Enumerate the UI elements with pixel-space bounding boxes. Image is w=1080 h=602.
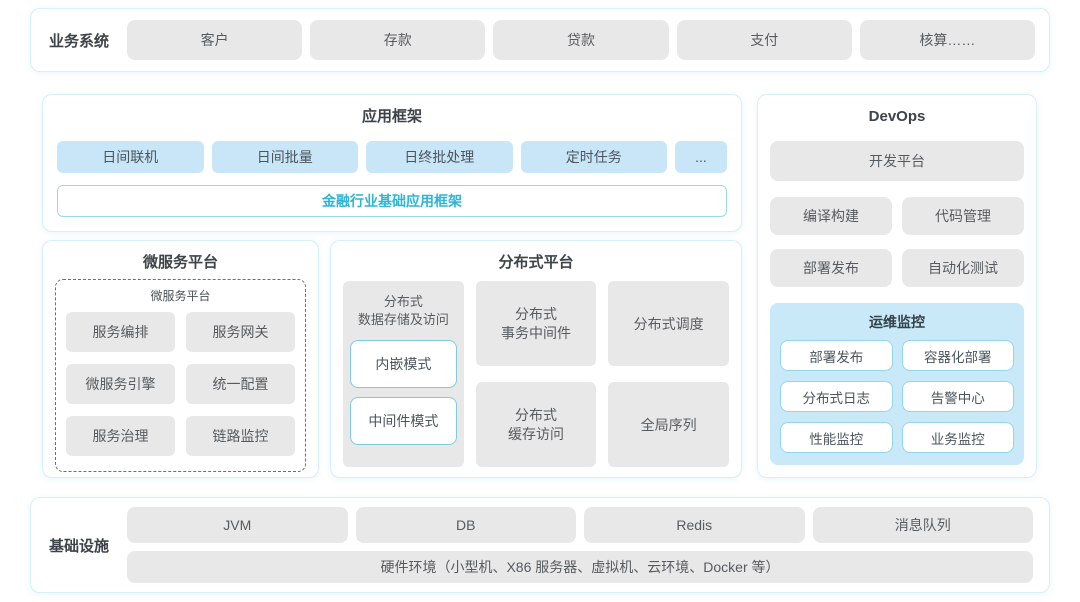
storage-mode-middleware: 中间件模式 bbox=[350, 397, 457, 446]
monitor-item-distributed-log: 分布式日志 bbox=[780, 381, 893, 412]
distributed-col-storage: 分布式 数据存储及访问 内嵌模式 中间件模式 bbox=[343, 281, 464, 467]
infrastructure-content: JVM DB Redis 消息队列 硬件环境（小型机、X86 服务器、虚拟机、云… bbox=[127, 507, 1033, 583]
distributed-panel: 分布式平台 分布式 数据存储及访问 内嵌模式 中间件模式 分布式 事务中间件 分… bbox=[330, 240, 742, 478]
monitor-item-container-deploy: 容器化部署 bbox=[901, 340, 1014, 371]
business-item-loan: 贷款 bbox=[493, 20, 669, 60]
dist-item-cache-access: 分布式 缓存访问 bbox=[475, 382, 597, 467]
business-item-customer: 客户 bbox=[127, 20, 303, 60]
app-framework-panel: 应用框架 日间联机 日间批量 日终批处理 定时任务 ... 金融行业基础应用框架 bbox=[42, 94, 742, 232]
business-systems-panel: 业务系统 客户 存款 贷款 支付 核算…… bbox=[30, 8, 1050, 72]
app-item-scheduled-tasks: 定时任务 bbox=[520, 141, 667, 173]
app-item-daytime-batch: 日间批量 bbox=[211, 141, 358, 173]
microservice-grid: 服务编排 服务网关 微服务引擎 统一配置 服务治理 链路监控 bbox=[66, 312, 295, 456]
microservice-inner-box: 微服务平台 服务编排 服务网关 微服务引擎 统一配置 服务治理 链路监控 bbox=[55, 279, 306, 472]
business-systems-chip-row: 客户 存款 贷款 支付 核算…… bbox=[127, 20, 1036, 60]
dist-item-global-sequence: 全局序列 bbox=[608, 382, 730, 467]
devops-item-deploy: 部署发布 bbox=[770, 249, 892, 287]
devops-dev-platform: 开发平台 bbox=[770, 141, 1024, 181]
micro-item-governance: 服务治理 bbox=[66, 416, 175, 456]
infra-hardware-bar: 硬件环境（小型机、X86 服务器、虚拟机、云环境、Docker 等） bbox=[127, 551, 1033, 583]
app-item-eod-batch: 日终批处理 bbox=[366, 141, 513, 173]
ops-monitor-panel: 运维监控 部署发布 容器化部署 分布式日志 告警中心 性能监控 业务监控 bbox=[770, 303, 1024, 465]
micro-item-trace-monitor: 链路监控 bbox=[186, 416, 295, 456]
finance-base-framework-bar: 金融行业基础应用框架 bbox=[57, 185, 727, 217]
app-item-daytime-online: 日间联机 bbox=[57, 141, 204, 173]
ops-monitor-title: 运维监控 bbox=[869, 314, 925, 330]
monitor-item-biz-monitor: 业务监控 bbox=[901, 422, 1014, 453]
micro-item-engine: 微服务引擎 bbox=[66, 364, 175, 404]
infra-item-jvm: JVM bbox=[127, 507, 348, 543]
devops-item-build: 编译构建 bbox=[770, 197, 892, 235]
dist-item-tx-middleware: 分布式 事务中间件 bbox=[475, 281, 597, 366]
infra-item-redis: Redis bbox=[584, 507, 805, 543]
distributed-col-middle: 分布式 事务中间件 分布式 缓存访问 bbox=[475, 281, 597, 467]
app-framework-chip-row: 日间联机 日间批量 日终批处理 定时任务 ... bbox=[57, 141, 727, 173]
app-framework-title: 应用框架 bbox=[361, 108, 422, 125]
ops-monitor-grid: 部署发布 容器化部署 分布式日志 告警中心 性能监控 业务监控 bbox=[780, 340, 1014, 453]
devops-item-auto-test: 自动化测试 bbox=[902, 249, 1024, 287]
infrastructure-panel: 基础设施 JVM DB Redis 消息队列 硬件环境（小型机、X86 服务器、… bbox=[30, 497, 1050, 593]
devops-item-code-mgmt: 代码管理 bbox=[902, 197, 1024, 235]
business-systems-label: 业务系统 bbox=[48, 32, 109, 50]
business-item-payment: 支付 bbox=[676, 20, 852, 60]
micro-item-orchestration: 服务编排 bbox=[66, 312, 175, 352]
storage-mode-embedded: 内嵌模式 bbox=[350, 340, 457, 389]
micro-item-unified-config: 统一配置 bbox=[186, 364, 295, 404]
monitor-item-alert-center: 告警中心 bbox=[901, 381, 1014, 412]
dist-item-scheduling: 分布式调度 bbox=[608, 281, 730, 366]
microservice-title: 微服务平台 bbox=[142, 254, 218, 271]
infrastructure-chip-row: JVM DB Redis 消息队列 bbox=[127, 507, 1033, 543]
devops-panel: DevOps 开发平台 编译构建 代码管理 部署发布 自动化测试 运维监控 部署… bbox=[757, 94, 1037, 478]
micro-item-gateway: 服务网关 bbox=[186, 312, 295, 352]
business-item-accounting: 核算…… bbox=[859, 20, 1036, 60]
devops-grid: 编译构建 代码管理 部署发布 自动化测试 bbox=[770, 197, 1024, 287]
infra-item-db: DB bbox=[355, 507, 576, 543]
distributed-col-right: 分布式调度 全局序列 bbox=[608, 281, 730, 467]
distributed-title: 分布式平台 bbox=[498, 254, 574, 271]
app-item-more: ... bbox=[675, 141, 727, 173]
business-item-deposit: 存款 bbox=[310, 20, 486, 60]
distributed-columns: 分布式 数据存储及访问 内嵌模式 中间件模式 分布式 事务中间件 分布式 缓存访… bbox=[343, 281, 730, 467]
devops-title: DevOps bbox=[868, 108, 926, 125]
microservice-panel: 微服务平台 微服务平台 服务编排 服务网关 微服务引擎 统一配置 服务治理 链路… bbox=[42, 240, 319, 478]
monitor-item-perf-monitor: 性能监控 bbox=[780, 422, 893, 453]
infra-item-mq: 消息队列 bbox=[812, 507, 1033, 543]
distributed-storage-title: 分布式 数据存储及访问 bbox=[357, 294, 449, 327]
microservice-inner-title: 微服务平台 bbox=[150, 289, 211, 303]
monitor-item-deploy: 部署发布 bbox=[780, 340, 893, 371]
distributed-storage-box: 分布式 数据存储及访问 内嵌模式 中间件模式 bbox=[343, 281, 464, 467]
infrastructure-label: 基础设施 bbox=[48, 537, 109, 555]
